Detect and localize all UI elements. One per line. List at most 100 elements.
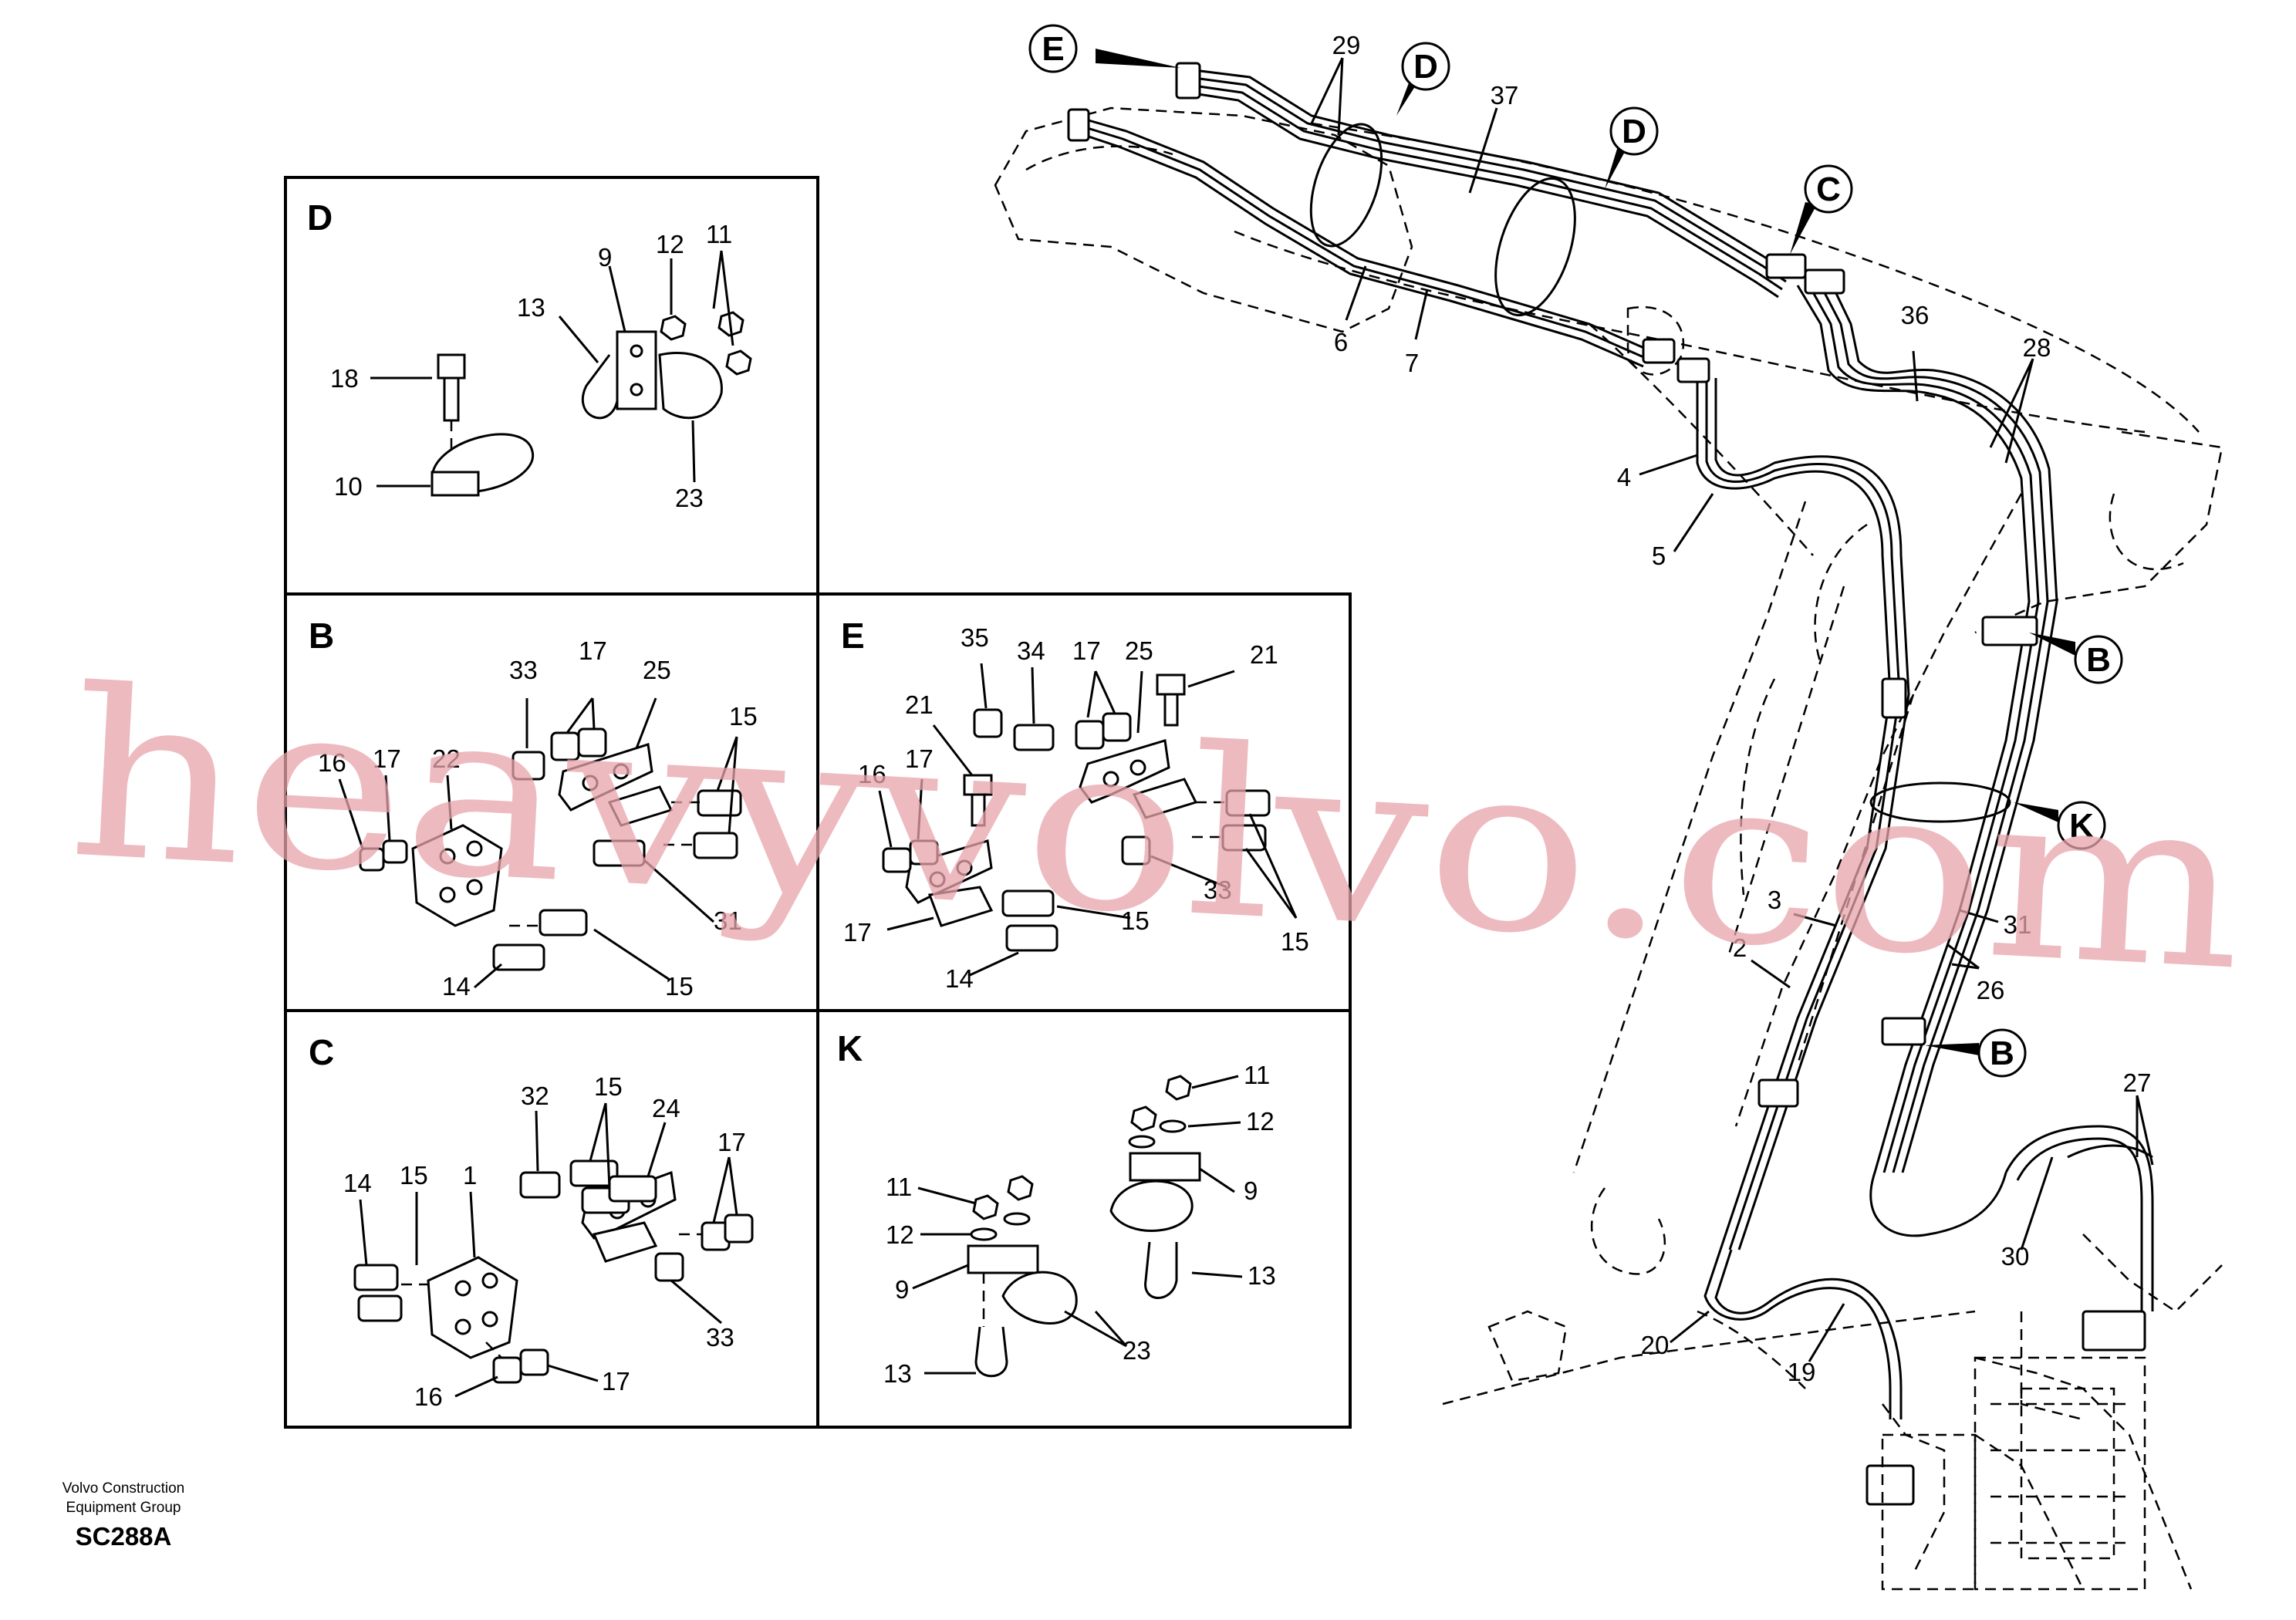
detail-d-part-10: 10 <box>334 472 363 501</box>
detail-view-c: C 32 15 24 <box>309 1032 754 1411</box>
detail-e-part-25: 25 <box>1125 636 1153 665</box>
part-label-3: 3 <box>1768 886 1781 914</box>
detail-d-title: D <box>307 197 333 238</box>
callout-b1-label: B <box>2086 641 2111 679</box>
detail-view-d: D 18 10 13 9 12 11 23 <box>307 197 752 512</box>
detail-e-part-17a: 17 <box>1072 636 1101 665</box>
part-label-30: 30 <box>2001 1242 2030 1271</box>
callout-c-label: C <box>1816 170 1841 208</box>
drawing-code: SC288A <box>76 1522 172 1551</box>
part-label-28: 28 <box>2023 333 2051 362</box>
detail-b-part-22: 22 <box>432 744 461 773</box>
detail-d-part-12: 12 <box>656 230 684 258</box>
detail-c-part-15b: 15 <box>400 1161 428 1190</box>
detail-e-part-21b: 21 <box>905 690 934 719</box>
callout-b1-main <box>2029 633 2123 684</box>
detail-e-part-17c: 17 <box>843 918 872 947</box>
detail-b-part-15a: 15 <box>729 702 758 731</box>
callout-d1-main <box>1396 42 1450 116</box>
detail-c-part-14: 14 <box>343 1169 372 1197</box>
part-label-7: 7 <box>1405 349 1419 377</box>
detail-c-part-32: 32 <box>521 1082 549 1110</box>
footer: Volvo Construction Equipment Group SC288… <box>62 1480 184 1551</box>
detail-e-title: E <box>841 616 865 656</box>
detail-c-part-24: 24 <box>652 1094 680 1122</box>
hose-rings <box>1309 123 2011 823</box>
detail-k-part-11a: 11 <box>1244 1061 1270 1089</box>
detail-d-part-13: 13 <box>517 293 545 322</box>
hydraulic-hoses <box>1072 68 2154 1419</box>
detail-k-part-23: 23 <box>1123 1336 1151 1365</box>
detail-e-part-34: 34 <box>1017 636 1045 665</box>
callout-b2-main <box>1925 1028 2027 1078</box>
part-label-27: 27 <box>2123 1068 2152 1097</box>
detail-c-part-1: 1 <box>463 1161 477 1190</box>
detail-view-k: K 11 12 9 13 11 12 9 13 23 <box>837 1028 1276 1388</box>
part-label-19: 19 <box>1788 1358 1816 1386</box>
callout-d1-label: D <box>1413 48 1438 86</box>
part-label-4: 4 <box>1617 463 1631 491</box>
detail-k-part-12b: 12 <box>886 1220 914 1249</box>
detail-d-part-23: 23 <box>675 484 704 512</box>
callout-e-main <box>1028 24 1180 73</box>
detail-view-b: B <box>309 616 758 1001</box>
part-label-36: 36 <box>1901 301 1930 329</box>
detail-c-part-33: 33 <box>706 1323 734 1352</box>
callout-d2-main <box>1605 106 1659 189</box>
detail-b-part-14: 14 <box>442 972 471 1001</box>
detail-c-part-17b: 17 <box>602 1367 630 1396</box>
detail-c-title: C <box>309 1032 334 1072</box>
detail-e-part-35: 35 <box>961 623 989 652</box>
callout-d2-label: D <box>1622 113 1646 150</box>
callout-k-main <box>2014 801 2106 850</box>
callout-c-main <box>1790 164 1853 255</box>
detail-c-part-15a: 15 <box>594 1072 623 1101</box>
watermark: heavyvolvo.com <box>63 640 2250 1022</box>
detail-b-part-17b: 17 <box>373 744 401 773</box>
part-label-31: 31 <box>2004 910 2032 939</box>
detail-view-e: E <box>841 616 1309 993</box>
detail-b-part-16: 16 <box>318 748 346 777</box>
detail-frames <box>284 176 1352 1429</box>
part-label-5: 5 <box>1652 542 1666 570</box>
callout-b2-label: B <box>1990 1034 2014 1072</box>
part-label-26: 26 <box>1977 976 2005 1004</box>
part-label-37: 37 <box>1491 81 1519 110</box>
detail-k-part-12a: 12 <box>1246 1107 1275 1136</box>
detail-b-part-25: 25 <box>643 656 671 684</box>
detail-d-part-9: 9 <box>598 243 612 272</box>
main-leaders <box>1310 57 2154 1362</box>
main-view-labels: E D D C B K B 29 37 6 7 4 5 36 28 3 2 31… <box>1042 30 2151 1386</box>
part-label-29: 29 <box>1332 31 1361 59</box>
detail-e-part-15a: 15 <box>1121 906 1150 935</box>
detail-d-part-18: 18 <box>330 364 359 393</box>
detail-b-title: B <box>309 616 334 656</box>
detail-k-part-13a: 13 <box>1248 1261 1276 1290</box>
part-label-2: 2 <box>1733 933 1747 962</box>
detail-c-part-17a: 17 <box>718 1128 746 1156</box>
detail-e-part-16: 16 <box>858 760 886 788</box>
company-name-line1: Volvo Construction <box>62 1480 184 1497</box>
detail-k-title: K <box>837 1028 863 1068</box>
part-label-6: 6 <box>1334 328 1348 356</box>
control-valve <box>1881 1356 2146 1591</box>
detail-e-part-15b: 15 <box>1281 927 1309 956</box>
hose-fittings <box>1067 62 2146 1506</box>
detail-k-part-13b: 13 <box>883 1359 912 1388</box>
detail-b-part-31: 31 <box>714 906 742 935</box>
company-name-line2: Equipment Group <box>66 1500 181 1516</box>
detail-e-part-14: 14 <box>945 964 974 993</box>
detail-e-part-17b: 17 <box>905 744 934 773</box>
detail-b-part-33: 33 <box>509 656 538 684</box>
detail-c-part-16: 16 <box>414 1382 443 1411</box>
callout-e-label: E <box>1042 30 1064 68</box>
detail-d-part-11: 11 <box>706 220 732 248</box>
part-label-20: 20 <box>1641 1331 1670 1359</box>
detail-k-part-11b: 11 <box>886 1173 912 1201</box>
callout-k-label: K <box>2069 807 2094 845</box>
detail-k-part-9a: 9 <box>1244 1176 1258 1205</box>
detail-k-part-9b: 9 <box>895 1275 909 1304</box>
detail-e-part-33: 33 <box>1204 876 1232 904</box>
detail-b-part-17a: 17 <box>579 636 607 665</box>
